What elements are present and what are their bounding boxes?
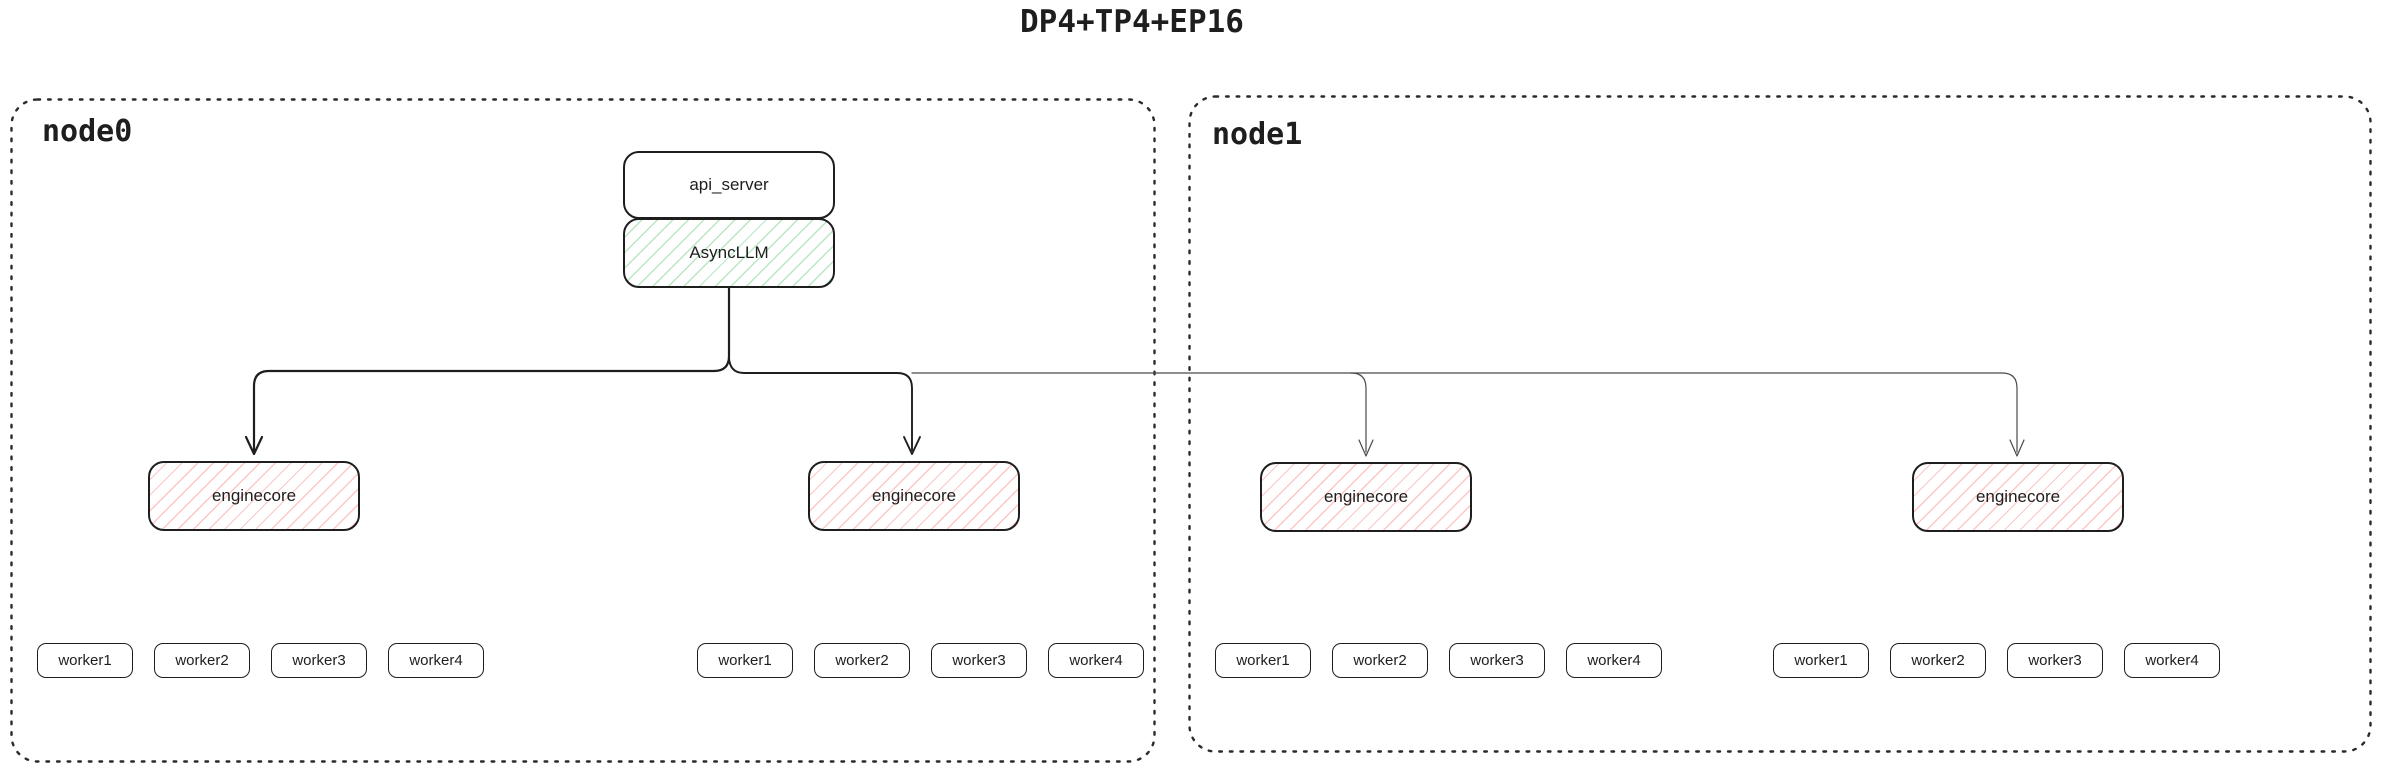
worker-box: worker4 (2124, 643, 2220, 678)
asyncllm-label: AsyncLLM (689, 243, 769, 262)
diagram-title: DP4+TP4+EP16 (1020, 4, 1244, 40)
worker-box: worker3 (931, 643, 1027, 678)
enginecore4-box: enginecore (1912, 462, 2124, 532)
node0-container: node0 (10, 98, 1156, 763)
api-server-label: api_server (689, 175, 769, 194)
enginecore3-label: enginecore (1323, 487, 1409, 506)
worker-box: worker3 (271, 643, 367, 678)
worker-box: worker4 (1048, 643, 1144, 678)
worker-box: worker1 (697, 643, 793, 678)
worker-box: worker2 (1890, 643, 1986, 678)
api-server-box: api_server (623, 151, 835, 219)
enginecore1-box: enginecore (148, 461, 360, 531)
node1-container: node1 (1188, 95, 2372, 753)
node1-border (1188, 95, 2372, 753)
worker-box: worker3 (1449, 643, 1545, 678)
enginecore4-label: enginecore (1975, 487, 2061, 506)
node0-label: node0 (42, 114, 133, 149)
worker-box: worker1 (1215, 643, 1311, 678)
worker-box: worker4 (1566, 643, 1662, 678)
worker-box: worker4 (388, 643, 484, 678)
asyncllm-box: AsyncLLM (623, 218, 835, 288)
worker-box: worker1 (37, 643, 133, 678)
worker-group-node0-cluster2: worker1 worker2 worker3 worker4 (697, 643, 1144, 678)
enginecore2-box: enginecore (808, 461, 1020, 531)
enginecore2-label: enginecore (871, 486, 957, 505)
worker-group-node1-cluster2: worker1 worker2 worker3 worker4 (1773, 643, 2220, 678)
enginecore1-label: enginecore (211, 486, 297, 505)
worker-box: worker2 (814, 643, 910, 678)
worker-box: worker1 (1773, 643, 1869, 678)
worker-box: worker3 (2007, 643, 2103, 678)
worker-box: worker2 (154, 643, 250, 678)
node1-label: node1 (1212, 117, 1303, 152)
enginecore3-box: enginecore (1260, 462, 1472, 532)
worker-group-node1-cluster1: worker1 worker2 worker3 worker4 (1215, 643, 1662, 678)
worker-box: worker2 (1332, 643, 1428, 678)
worker-group-node0-cluster1: worker1 worker2 worker3 worker4 (37, 643, 484, 678)
